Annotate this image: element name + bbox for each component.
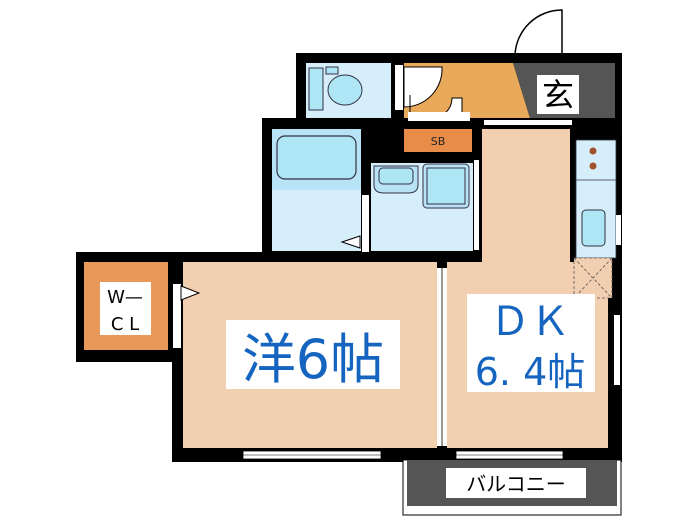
dining-kitchen: ＤＫ 6. 4帖 xyxy=(447,129,621,448)
entrance: 玄 xyxy=(484,63,615,125)
sink-icon xyxy=(581,209,606,247)
south-windows xyxy=(242,450,564,460)
dk-label: ＤＫ xyxy=(490,299,570,345)
western-room-label: 洋6帖 xyxy=(242,328,384,391)
entrance-door xyxy=(514,9,563,56)
closet-label-line2: C L xyxy=(111,314,139,335)
shoe-box: SB xyxy=(404,129,472,152)
washroom xyxy=(371,160,479,251)
shoe-box-label: SB xyxy=(431,135,446,148)
balcony-label: バルコニー xyxy=(466,472,566,496)
toilet-room xyxy=(306,63,403,118)
toilet-icon xyxy=(327,74,363,106)
stove-burner-icon xyxy=(589,147,597,155)
entrance-label: 玄 xyxy=(542,76,574,114)
stove-burner-icon xyxy=(589,162,597,170)
western-room: 洋6帖 xyxy=(173,262,447,448)
walk-in-closet: W— C L xyxy=(84,262,168,350)
dk-area-label: 6. 4帖 xyxy=(475,350,586,394)
closet-label-line1: W— xyxy=(107,287,143,308)
balcony: バルコニー xyxy=(402,459,622,516)
hallway xyxy=(403,63,530,121)
bathtub-icon xyxy=(276,135,357,180)
bathroom xyxy=(272,129,369,252)
